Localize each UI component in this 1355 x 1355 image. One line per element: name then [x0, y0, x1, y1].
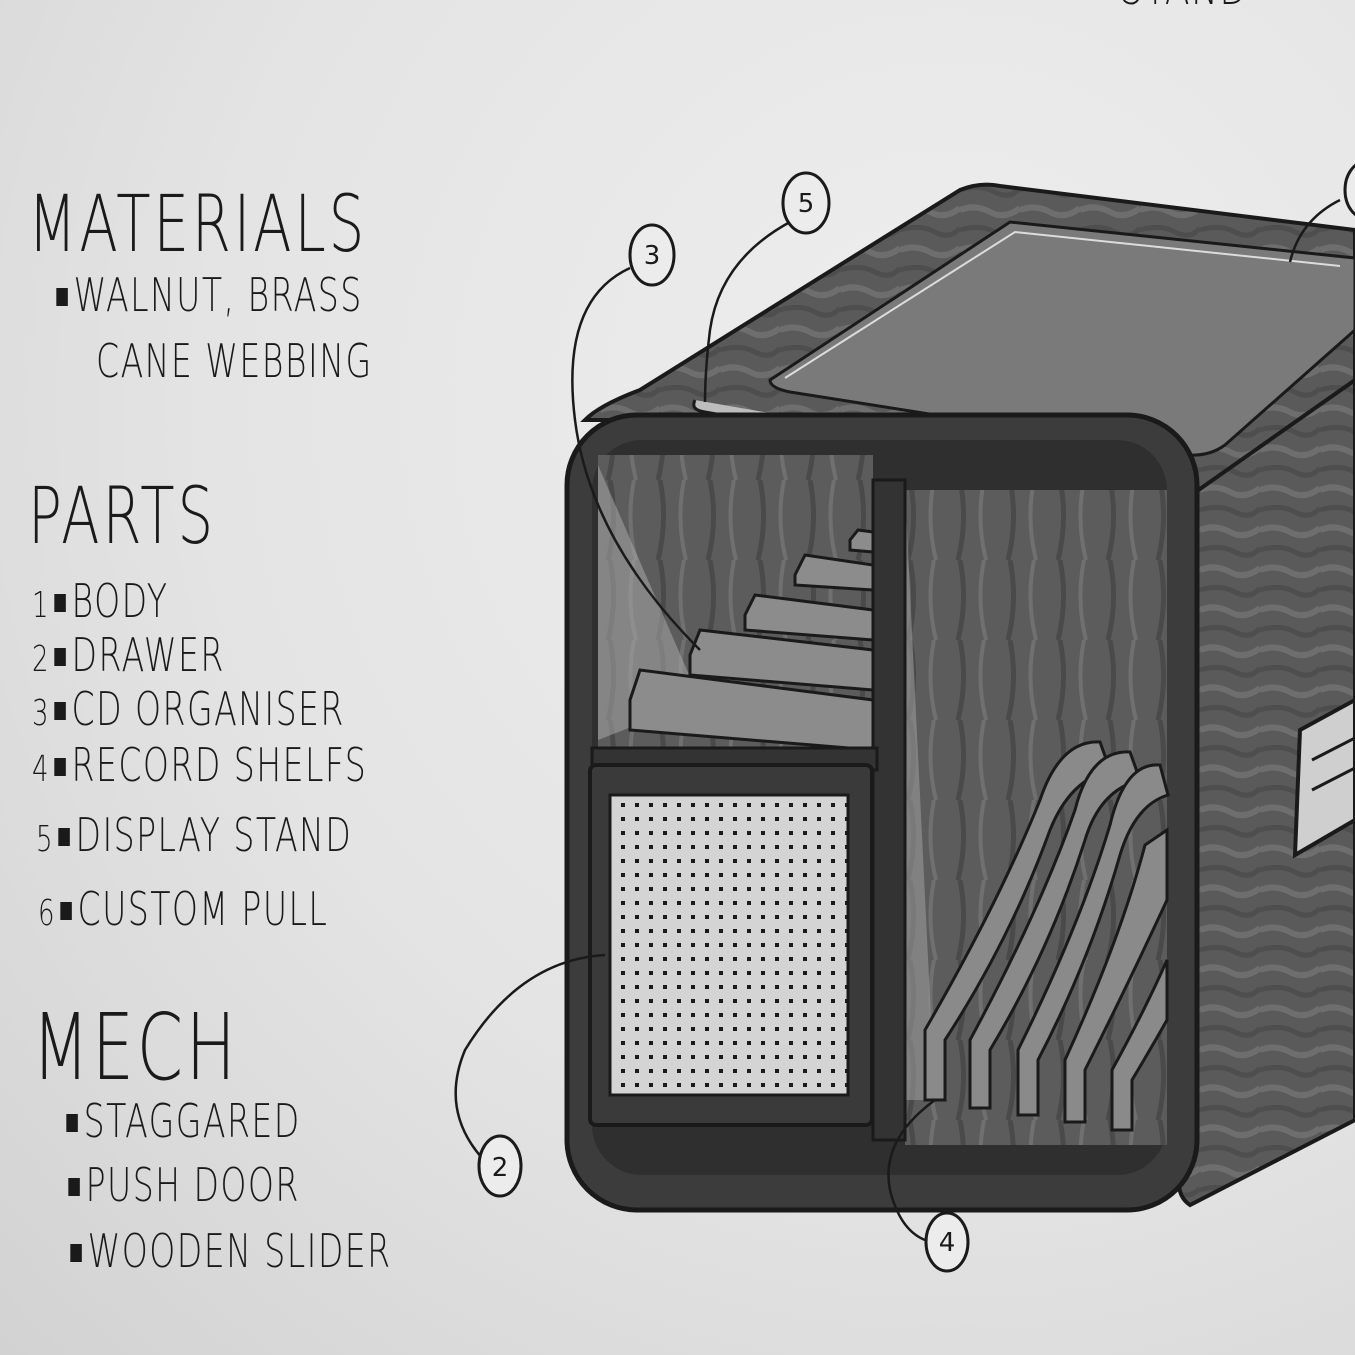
bullet-icon	[54, 701, 66, 720]
callout-4: 4	[924, 1211, 970, 1273]
callout-5: 5	[781, 171, 831, 235]
mech-item: WOODEN SLIDER	[66, 1228, 392, 1274]
vertical-divider	[871, 478, 907, 1142]
cd-organiser	[628, 528, 875, 752]
bullet-icon	[54, 647, 66, 666]
callout-leaders	[454, 198, 1341, 1242]
bullet-icon	[70, 1243, 82, 1262]
svg-text:3: 3	[644, 241, 661, 271]
callout-2: 2	[477, 1134, 523, 1198]
cabinet-side-panel	[1147, 377, 1355, 1208]
drawer	[588, 763, 874, 1127]
bullet-icon	[56, 287, 68, 306]
mech-item: PUSH DOOR	[64, 1162, 300, 1208]
record-compartment	[905, 490, 1170, 1145]
svg-text:4: 4	[939, 1228, 956, 1258]
materials-item: WALNUT, BRASS	[52, 272, 363, 318]
callout-6-partial	[1343, 163, 1355, 217]
callout-3: 3	[628, 223, 676, 287]
custom-pull-icon	[1292, 697, 1355, 859]
cane-webbing	[608, 793, 850, 1097]
bullet-icon	[54, 757, 66, 776]
bullet-icon	[68, 1177, 80, 1196]
cd-organiser-compartment	[598, 455, 875, 755]
materials-item: CANE WEBBING	[96, 334, 373, 388]
svg-text:5: 5	[798, 189, 815, 219]
top-partial-label: STAND	[1120, 0, 1249, 16]
parts-heading: PARTS	[28, 472, 216, 562]
bullet-icon	[54, 593, 66, 612]
bullet-icon	[66, 1113, 78, 1132]
mech-item: STAGGARED	[62, 1098, 301, 1144]
svg-text:2: 2	[492, 1153, 509, 1183]
bullet-icon	[58, 827, 70, 846]
record-shelfs	[923, 740, 1170, 1132]
mech-heading: MECH	[32, 994, 239, 1101]
bullet-icon	[60, 901, 72, 920]
materials-heading: MATERIALS	[28, 180, 368, 270]
